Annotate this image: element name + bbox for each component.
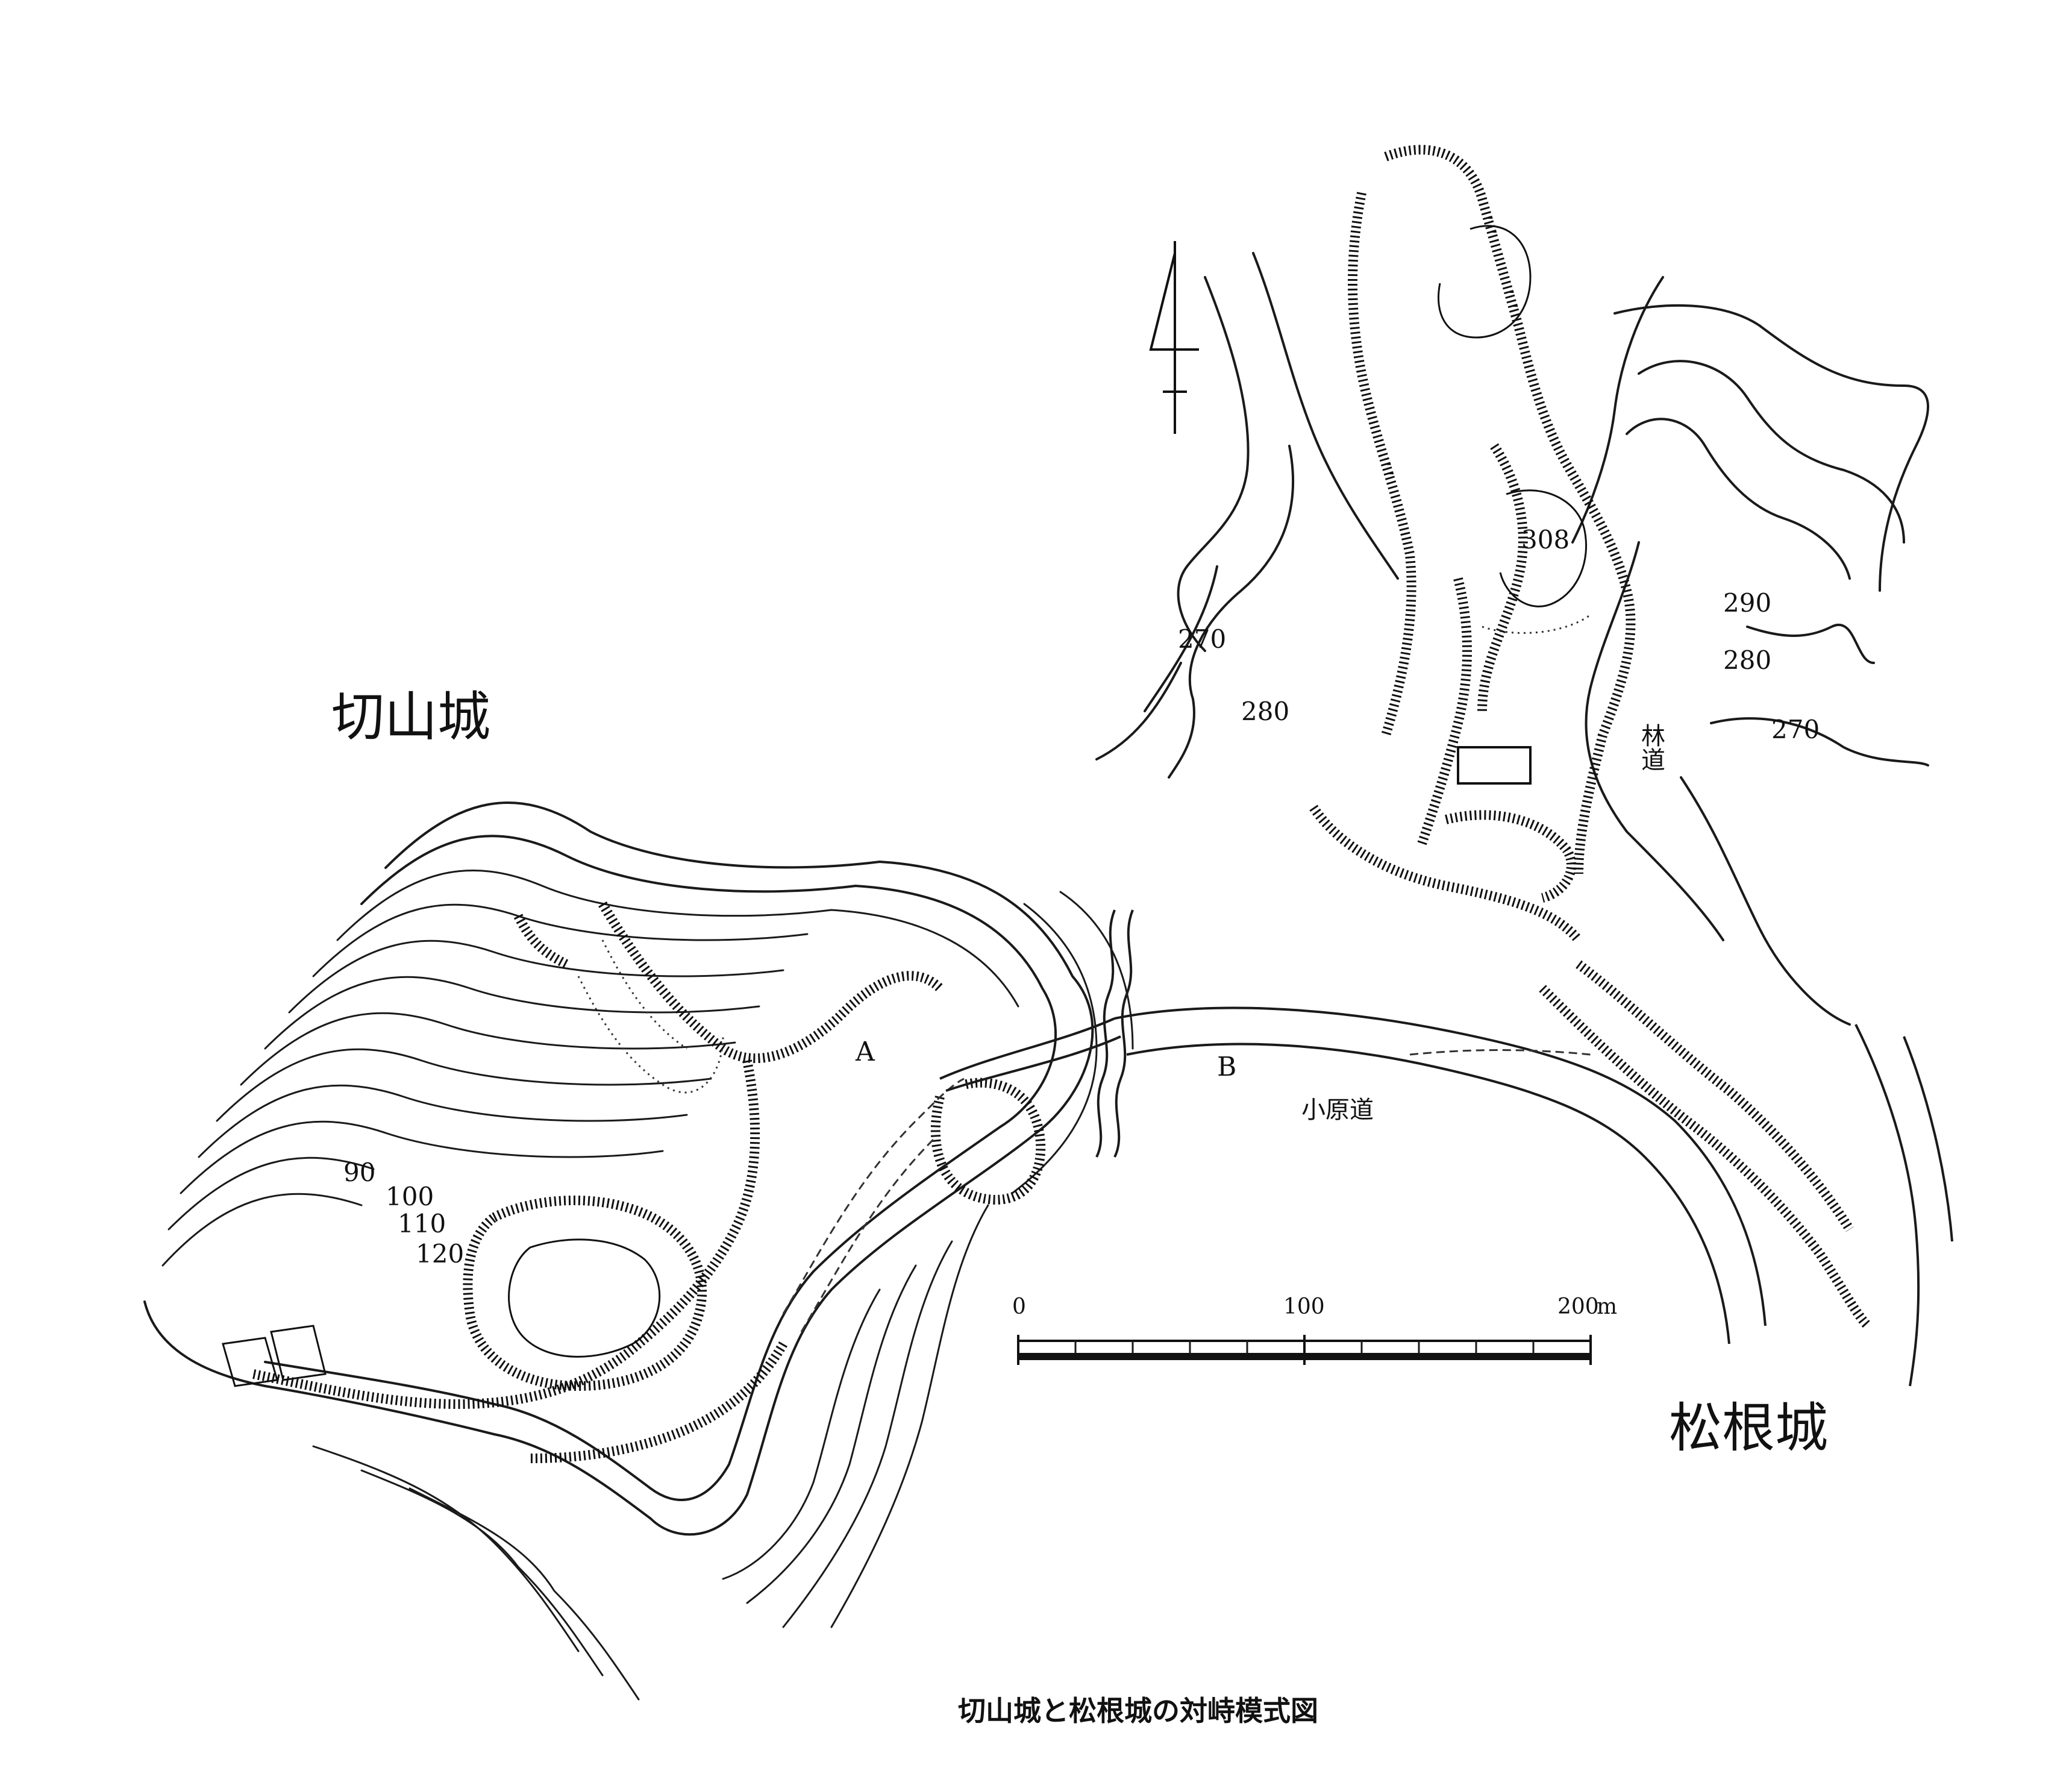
contour-label-100: 100: [386, 1182, 434, 1211]
north-arrow: [1149, 241, 1199, 434]
matsune-castle-name: 松根城: [1669, 1397, 1828, 1459]
contour-label-290: 290: [1723, 588, 1771, 618]
scale-bar: 0 100 200 m: [1012, 1294, 1617, 1365]
scale-start-label: 0: [1012, 1294, 1026, 1319]
contour-label-110: 110: [398, 1209, 446, 1238]
ohara-road: [939, 909, 1953, 1387]
contour-label-270-left: 270: [1178, 624, 1226, 654]
scale-unit-label: m: [1597, 1294, 1617, 1319]
point-a-label: A: [855, 1037, 875, 1067]
contour-label-270-right: 270: [1771, 715, 1820, 744]
kiriyama-earthworks: [222, 901, 1046, 1463]
kiriyama-contours: [143, 801, 1134, 1701]
contour-label-90: 90: [343, 1158, 375, 1187]
ohara-road-label: 小原道: [1301, 1096, 1374, 1124]
scale-end-label: 200: [1557, 1294, 1599, 1319]
forest-road-label: 林道: [1637, 723, 1665, 771]
scale-middle-label: 100: [1283, 1294, 1325, 1319]
matsune-earthworks: [1309, 145, 1871, 1329]
summit-elevation: 308: [1521, 525, 1570, 554]
map-caption: 切山城と松根城の対峙模式図: [958, 1695, 1318, 1727]
point-b-label: B: [1217, 1052, 1236, 1082]
contour-label-280-right: 280: [1723, 645, 1771, 675]
matsune-contours: [1095, 252, 1929, 1026]
contour-label-280-left: 280: [1241, 697, 1289, 726]
matsune-contour-labels: 270 280 290 280 270: [1178, 588, 1820, 744]
kiriyama-castle-name: 切山城: [331, 686, 490, 748]
kiriyama-contour-labels: 90 100 110 120: [343, 1158, 464, 1269]
contour-label-120: 120: [416, 1239, 464, 1269]
